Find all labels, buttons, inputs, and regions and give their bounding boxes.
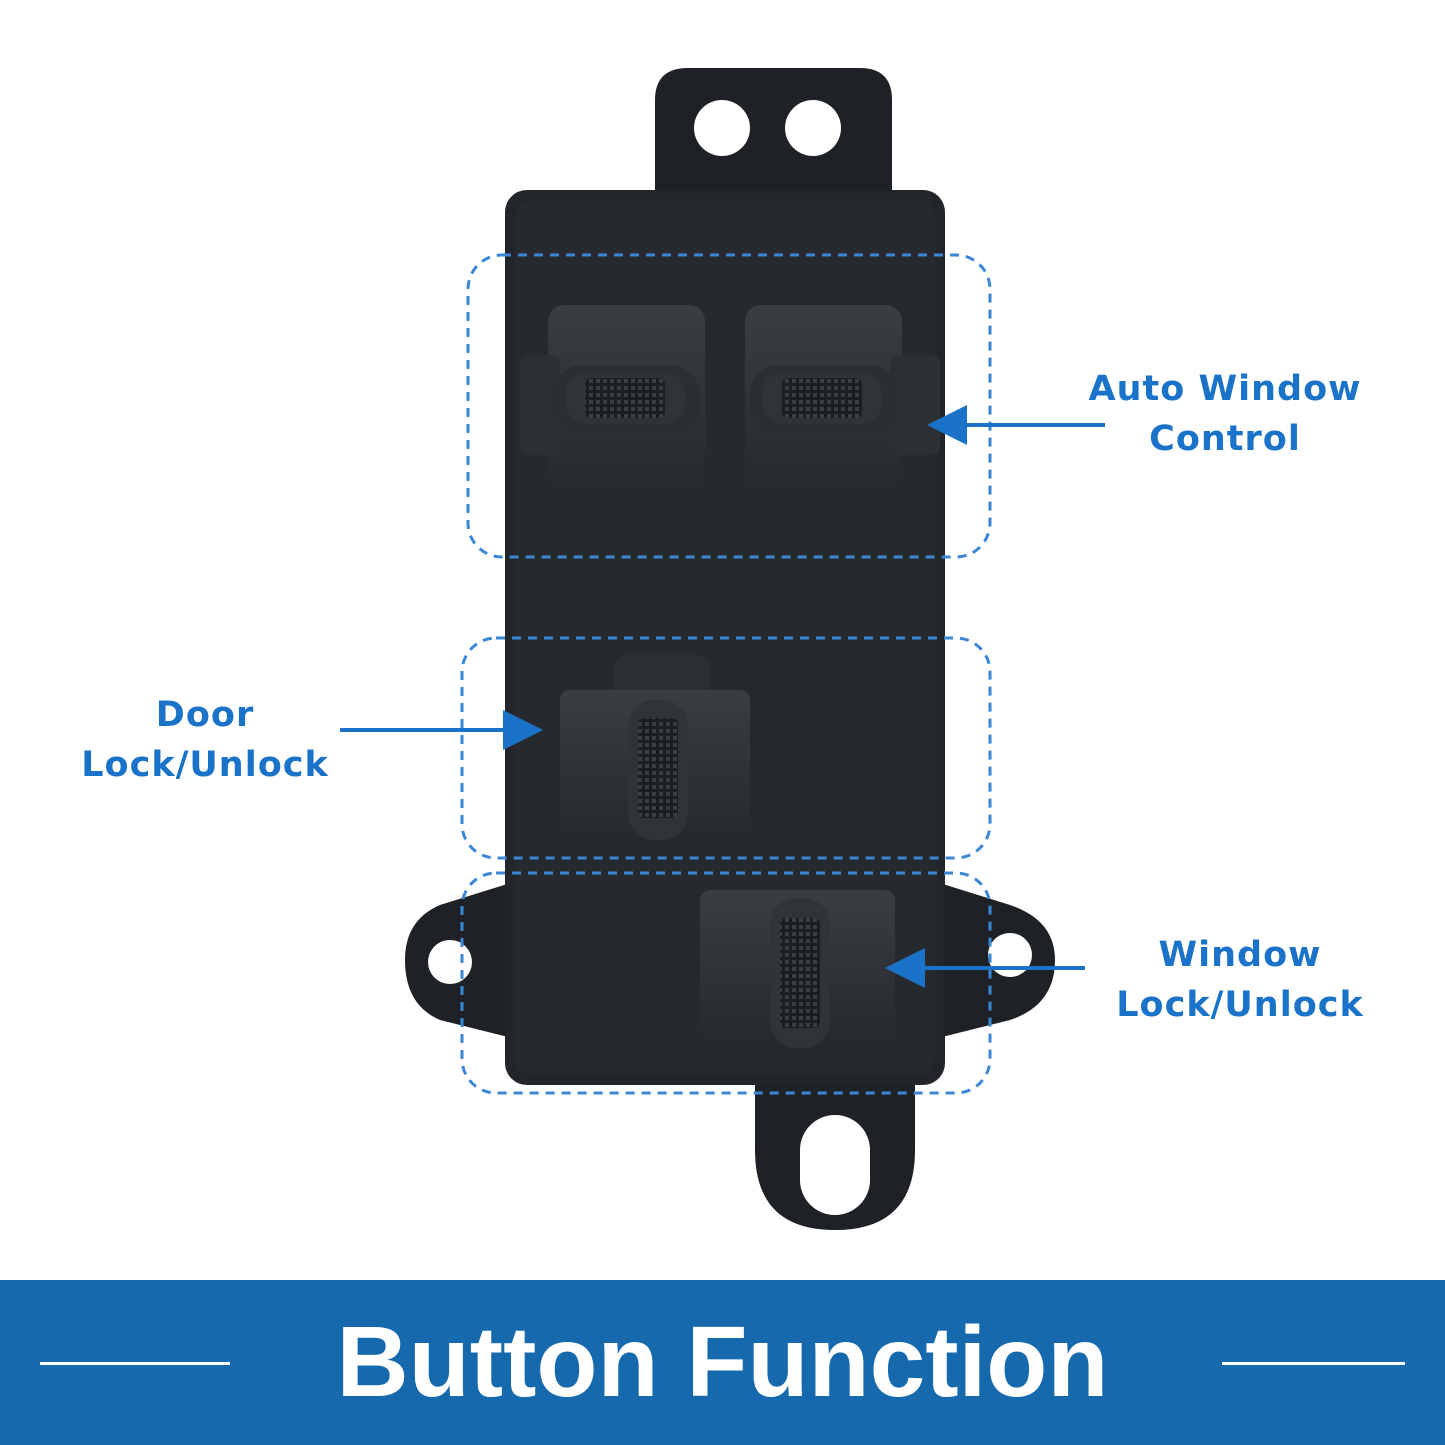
window-switch-image (340, 68, 1105, 1230)
auto-window-button-left (520, 305, 705, 500)
door-lock-unlock-label: Door Lock/Unlock (81, 695, 329, 785)
auto-window-control-label: Auto Window Control (1088, 369, 1362, 459)
banner-left-rule (40, 1362, 230, 1365)
banner-right-rule (1222, 1362, 1405, 1365)
top-mounting-tab (655, 68, 892, 195)
door-lock-button (560, 655, 750, 845)
door-lock-highlight (460, 636, 992, 860)
window-lock-unlock-label: Window Lock/Unlock (1116, 935, 1364, 1025)
product-illustration: Auto Window Control Door Lock/Unlock Win… (81, 68, 1364, 1230)
auto-window-highlight (466, 253, 992, 559)
title-banner: Button Function (0, 1280, 1445, 1445)
window-lock-highlight (460, 871, 992, 1095)
window-lock-button (700, 890, 895, 1050)
bottom-mounting-tab (755, 1080, 915, 1230)
side-mounting-ears (405, 880, 1055, 1040)
banner-title: Button Function (336, 1306, 1109, 1418)
